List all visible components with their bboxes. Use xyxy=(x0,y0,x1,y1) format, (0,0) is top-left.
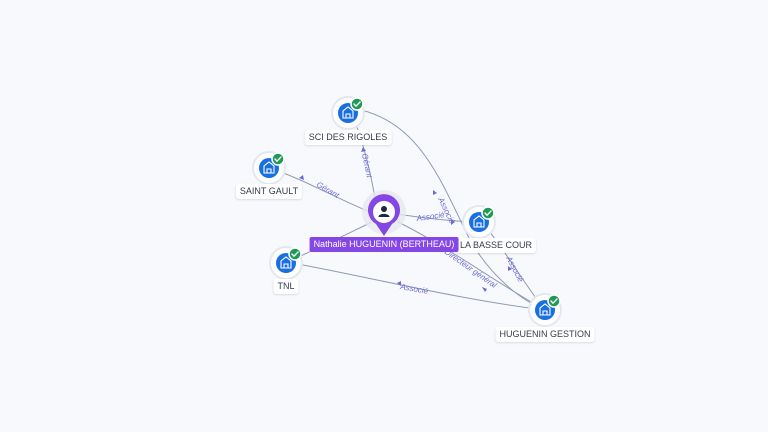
person-icon xyxy=(378,206,390,217)
check-badge-icon xyxy=(271,152,285,166)
company-label-la-basse-cour[interactable]: LA BASSE COUR xyxy=(455,238,537,253)
building-icon xyxy=(263,161,275,174)
check-badge-icon xyxy=(350,97,364,111)
check-badge-icon xyxy=(481,206,495,220)
company-label-tnl[interactable]: TNL xyxy=(273,279,299,294)
arrow-directeur-general xyxy=(482,287,487,292)
company-node-saint-gault[interactable] xyxy=(252,151,286,185)
company-label-huguenin-gestion[interactable]: HUGUENIN GESTION xyxy=(495,327,595,342)
person-label[interactable]: Nathalie HUGUENIN (BERTHEAU) xyxy=(309,237,459,252)
building-icon xyxy=(342,106,354,119)
company-label-sci-des-rigoles[interactable]: SCI DES RIGOLES xyxy=(304,130,392,145)
arrow-associe-rigoles-huguenin xyxy=(433,190,437,195)
edge-label-gerant-saint-gault: Gérant xyxy=(315,180,341,200)
company-label-saint-gault[interactable]: SAINT GAULT xyxy=(235,184,303,199)
company-node-huguenin-gestion[interactable] xyxy=(528,293,562,327)
check-badge-icon xyxy=(547,294,561,308)
edge-directeur-general[interactable] xyxy=(397,221,546,311)
edge-arrows xyxy=(299,147,512,292)
person-node[interactable] xyxy=(362,190,406,236)
edge-label-associe-basse-cour-huguenin: Associé xyxy=(504,254,526,284)
building-icon xyxy=(539,303,551,316)
edge-label-associe-basse-cour: Associé xyxy=(415,210,446,223)
arrow-gerant-rigoles xyxy=(361,147,366,152)
building-icon xyxy=(280,256,292,269)
company-node-tnl[interactable] xyxy=(269,246,303,280)
company-node-sci-des-rigoles[interactable] xyxy=(331,96,365,130)
arrow-associe-basse-cour-huguenin xyxy=(508,266,512,271)
arrow-associe-tnl-huguenin xyxy=(397,281,401,286)
edge-label-gerant-rigoles: Gérant xyxy=(360,153,374,180)
check-badge-icon xyxy=(288,247,302,261)
building-icon xyxy=(473,215,485,228)
company-node-la-basse-cour[interactable] xyxy=(462,205,496,239)
arrow-gerant-saint-gault xyxy=(299,175,304,180)
arrow-associe-basse-cour xyxy=(451,219,455,225)
edge-label-associe-tnl-huguenin: Associé xyxy=(399,282,430,296)
edge-associe-tnl-huguenin[interactable] xyxy=(286,261,546,311)
